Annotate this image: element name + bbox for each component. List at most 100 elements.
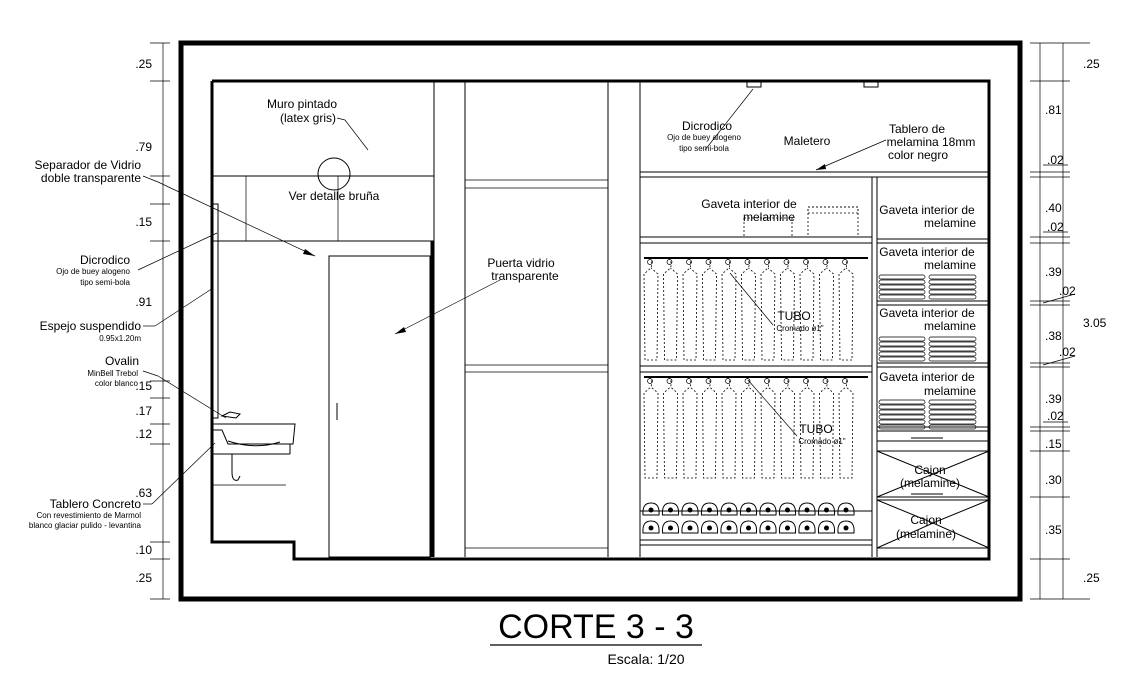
- shoe: [778, 502, 797, 516]
- label-ovalin: Ovalin: [105, 354, 139, 368]
- shoe: [661, 520, 680, 534]
- label-gaveta-right-1b: melamine: [924, 216, 976, 230]
- dim-right-10: .39: [1045, 392, 1062, 406]
- dim-right-8: .38: [1045, 329, 1062, 343]
- shoe: [700, 520, 719, 534]
- garment-hook: [803, 378, 809, 384]
- shoe-detail: [824, 507, 829, 513]
- folded-item: [878, 424, 926, 430]
- label-dicrodico-interior: Dicrodico: [682, 119, 732, 133]
- dim-right-7: .02: [1059, 284, 1076, 298]
- garment-hook: [666, 378, 673, 384]
- garments-upper: [643, 257, 854, 361]
- folded-item: [928, 424, 977, 430]
- label-espejo-sub: 0.95x1.20m: [99, 334, 141, 343]
- glass-separator: [328, 255, 431, 558]
- garment: [741, 257, 756, 361]
- dim-right-15: .25: [1083, 571, 1100, 585]
- ceiling-light-1: [746, 81, 762, 88]
- dim-left-2: .79: [135, 140, 152, 154]
- garment-hook: [725, 378, 731, 384]
- dim-left-6: .17: [135, 404, 152, 418]
- dim-left-8: .63: [135, 486, 152, 500]
- label-gaveta-right-1a: Gaveta interior de: [879, 203, 975, 217]
- folded-item: [878, 356, 926, 362]
- folded-item: [878, 284, 926, 290]
- garment: [682, 376, 698, 479]
- dim-left-10: .25: [135, 571, 152, 585]
- folded-item: [878, 399, 926, 405]
- garment-hook: [842, 259, 848, 265]
- dim-right-13: .30: [1045, 473, 1062, 487]
- folded-item: [878, 414, 926, 420]
- label-cajon-2a: Cajon: [910, 513, 941, 527]
- cajon-top: [876, 440, 990, 452]
- shoe: [837, 520, 855, 534]
- shoe-detail: [707, 525, 712, 531]
- shoe: [798, 502, 816, 516]
- folded-item: [928, 279, 977, 285]
- shoe-detail: [726, 525, 732, 531]
- label-dicrodico-interior-sub-2: tipo semi-bola: [679, 144, 729, 153]
- dim-left-4: .91: [135, 295, 152, 309]
- garment-hook: [783, 259, 790, 265]
- shoe-detail: [804, 525, 810, 531]
- shoe-detail: [687, 525, 693, 531]
- shoe: [681, 502, 699, 516]
- folded-item: [878, 419, 926, 425]
- shoe: [642, 520, 660, 534]
- dim-right-9: .02: [1059, 345, 1076, 359]
- garment-hook: [822, 378, 829, 384]
- dim-right-3: .02: [1047, 153, 1064, 167]
- garment-hook: [725, 259, 731, 265]
- label-gaveta-right-4a: Gaveta interior de: [879, 370, 975, 384]
- shoe: [817, 520, 836, 534]
- label-dicrodico-sub-1: Ojo de buey alogeno: [56, 267, 130, 276]
- garment-hook: [647, 259, 653, 265]
- drawing-title: CORTE 3 - 3: [498, 608, 694, 646]
- garment: [780, 376, 795, 479]
- folded-item: [878, 336, 926, 342]
- garments-lower: [643, 376, 854, 479]
- folded-item: [878, 409, 926, 415]
- garment: [702, 257, 717, 361]
- folded-item: [928, 351, 977, 357]
- label-ovalin-sub-1: MinBell Trebol: [87, 369, 138, 378]
- shoe-detail: [843, 507, 849, 513]
- label-cajon-1a: Cajon: [914, 463, 945, 477]
- garment: [721, 376, 737, 479]
- label-cajon-1b: (melamine): [900, 476, 960, 490]
- dim-left-7: .12: [135, 427, 152, 441]
- label-puerta-1: Puerta vidrio: [487, 256, 555, 270]
- shoe-detail: [843, 525, 849, 531]
- dim-left-1: .25: [135, 57, 152, 71]
- garment-hook: [744, 259, 751, 265]
- folded-item: [878, 289, 926, 295]
- cajon-bottom: [876, 499, 990, 524]
- dim-right-2: .81: [1045, 103, 1062, 117]
- label-gaveta-center-1: Gaveta interior de: [701, 197, 797, 211]
- garment-hook: [783, 378, 790, 384]
- folded-item: [928, 289, 977, 295]
- shoe-detail: [648, 525, 654, 531]
- dim-total-height: 3.05: [1083, 316, 1107, 330]
- folded-item: [928, 356, 977, 362]
- shoe-detail: [726, 507, 732, 513]
- garment-hook: [686, 259, 692, 265]
- label-espejo: Espejo suspendido: [40, 319, 142, 333]
- label-tablero-1: Tablero de: [889, 122, 945, 136]
- label-gaveta-center-2: melamine: [743, 210, 795, 224]
- shoe-detail: [804, 507, 810, 513]
- ceiling-light-2: [863, 81, 879, 88]
- dim-left-3: .15: [135, 215, 152, 229]
- folded-item: [928, 404, 977, 410]
- garment-hook: [803, 259, 809, 265]
- shoe-detail: [765, 507, 771, 513]
- shoe: [642, 502, 660, 516]
- dim-right-6: .39: [1045, 265, 1062, 279]
- label-bruna: Ver detalle bruña: [289, 189, 380, 203]
- label-ovalin-sub-2: color blanco: [95, 379, 139, 388]
- shoe-detail: [785, 525, 790, 531]
- shoe-detail: [707, 507, 712, 513]
